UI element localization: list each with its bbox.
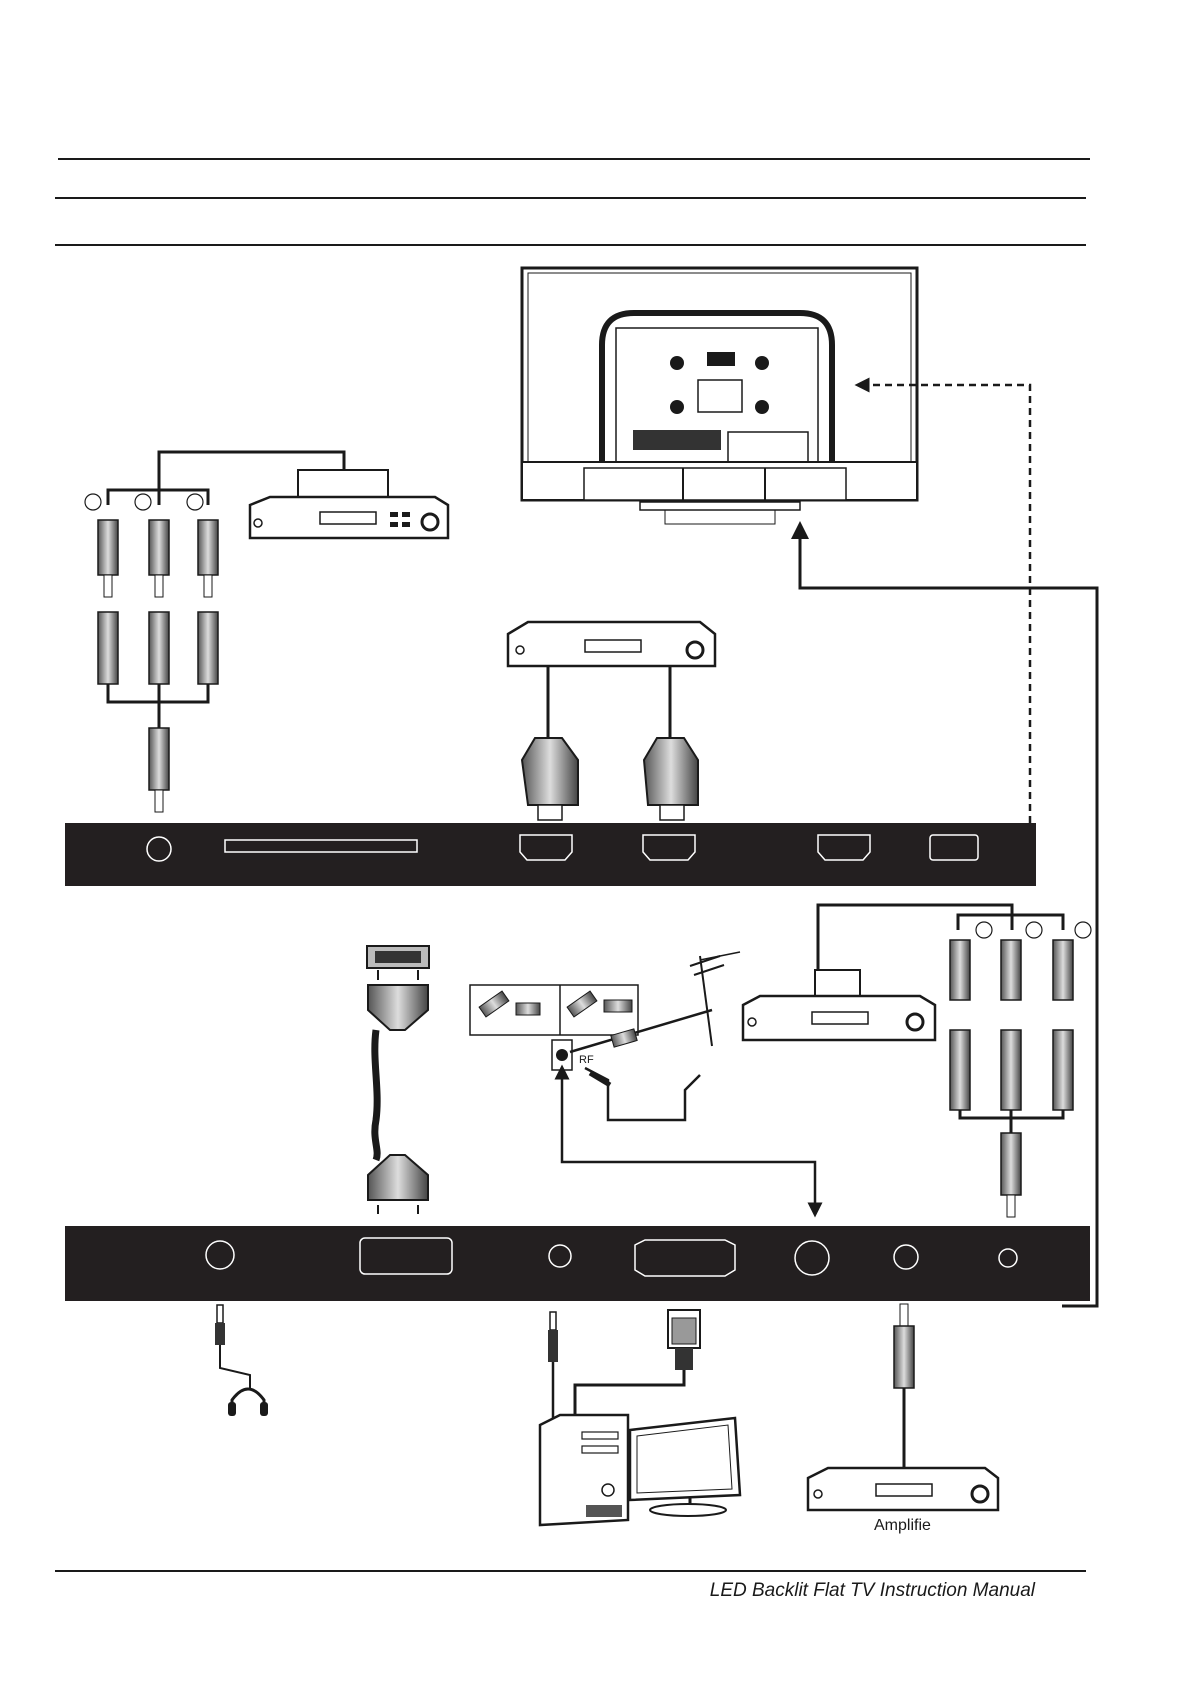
rca-plug-icon: [1001, 1133, 1021, 1217]
computer-icon: [540, 1415, 628, 1525]
monitor-icon: [630, 1418, 740, 1516]
headphones-icon: [228, 1389, 268, 1416]
manual-title-footer: LED Backlit Flat TV Instruction Manual: [710, 1580, 1035, 1602]
amplifier-caption: Amplifie: [874, 1517, 931, 1535]
footer-rule: [55, 1570, 1086, 1572]
vga-plug-icon: [668, 1310, 700, 1370]
dvd-player-icon: [250, 470, 448, 538]
top-connector-panel: [65, 823, 1036, 886]
rf-label: RF: [579, 1054, 594, 1066]
audio-jack-icon: [215, 1305, 225, 1345]
dvd-player-icon: [743, 970, 935, 1040]
rca-plug-icon: [894, 1304, 914, 1388]
bottom-connector-panel: [65, 1226, 1090, 1301]
rf-arrow-line: [562, 1072, 815, 1210]
hdmi-plug-icon: [522, 738, 698, 820]
dvd-player-icon: [508, 622, 715, 666]
tv-to-audio-out-line: [800, 530, 1097, 1306]
rca-plug-icon: [950, 940, 1073, 1110]
amplifier-icon: [808, 1468, 998, 1510]
audio-jack-icon: [548, 1312, 558, 1362]
antenna-icon: [690, 952, 740, 1046]
tv-rear-icon: [522, 268, 917, 524]
rca-plug-icon: [149, 728, 169, 812]
rca-plug-icon: [98, 520, 218, 684]
